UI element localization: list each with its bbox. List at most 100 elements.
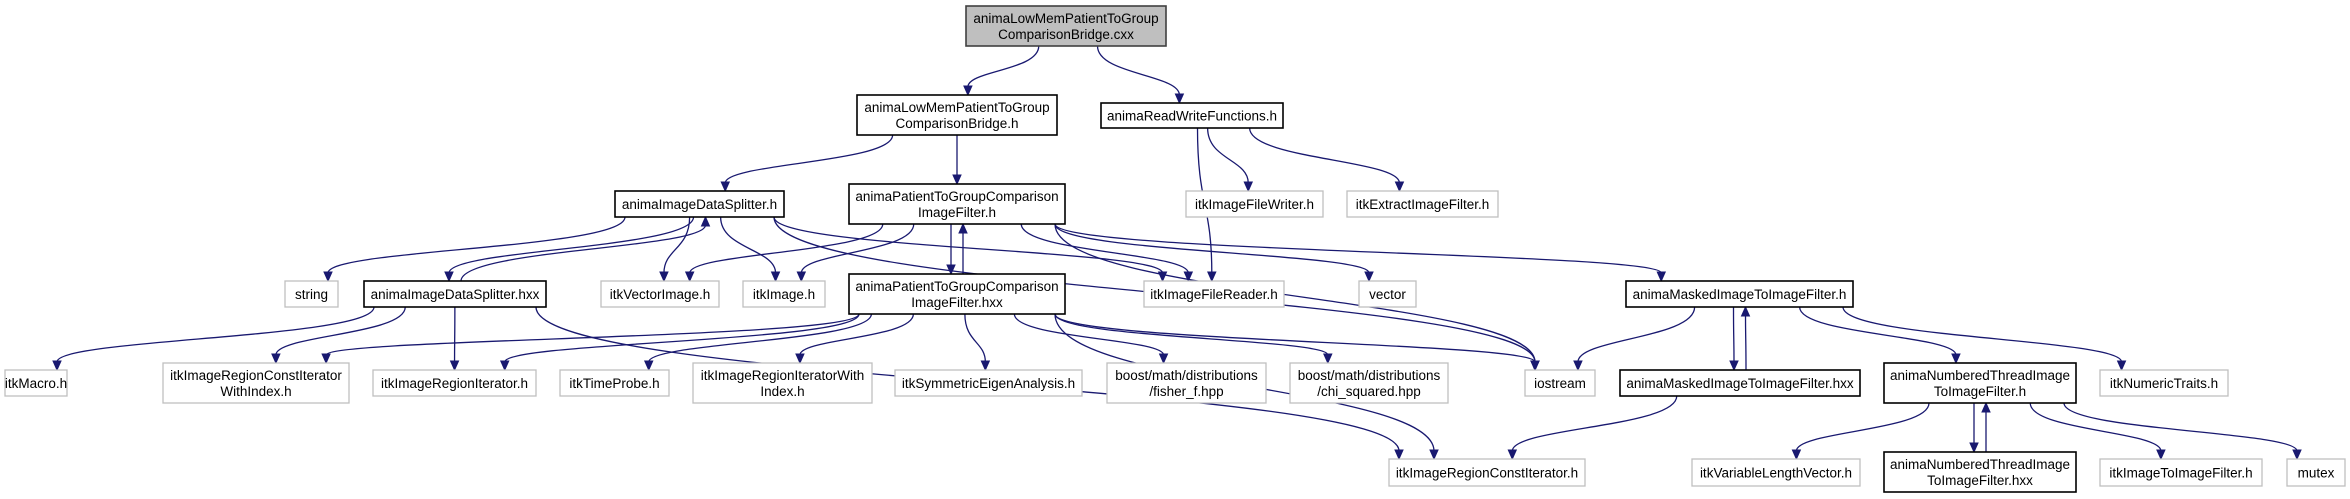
node-root[interactable]: animaLowMemPatientToGroupComparisonBridg…	[965, 5, 1167, 47]
edge-masked_hxx-to-constiter	[1511, 395, 1678, 452]
edge-ds_h-to-string	[327, 216, 626, 274]
arrowhead-icon	[1158, 353, 1169, 365]
edge-ptgc_hxx-to-chi	[1054, 313, 1329, 356]
node-box	[1883, 362, 2077, 404]
node-itkimage[interactable]: itkImage.h	[742, 280, 826, 308]
arrowhead-icon	[323, 271, 333, 283]
node-label: /chi_squared.hpp	[1317, 384, 1421, 399]
node-label: animaImageDataSplitter.h	[622, 197, 777, 212]
node-label: itkImageFileWriter.h	[1195, 197, 1314, 212]
node-label: iostream	[1534, 376, 1586, 391]
node-label: animaImageDataSplitter.hxx	[371, 287, 540, 302]
edge-bridge_h-to-ds_h	[724, 134, 894, 184]
node-readwrite[interactable]: animaReadWriteFunctions.h	[1100, 102, 1284, 129]
node-label: animaNumberedThreadImage	[1890, 368, 2070, 383]
node-label: itkExtractImageFilter.h	[1356, 197, 1490, 212]
node-label: itkImageRegionIterator.h	[381, 376, 528, 391]
arrowhead-icon	[1243, 181, 1254, 193]
arrowhead-icon	[958, 222, 968, 234]
node-reader[interactable]: itkImageFileReader.h	[1143, 280, 1285, 308]
node-label: boost/math/distributions	[1115, 368, 1258, 383]
node-label: itkSymmetricEigenAnalysis.h	[902, 376, 1075, 391]
node-chi[interactable]: boost/math/distributions/chi_squared.hpp	[1289, 362, 1449, 404]
edge-ptgc_hxx-to-regioniterwi	[799, 313, 915, 356]
edge-numbered_h-to-mutex	[2063, 402, 2298, 452]
node-ds-hxx[interactable]: animaImageDataSplitter.hxx	[363, 280, 547, 308]
node-fisher[interactable]: boost/math/distributions/fisher_f.hpp	[1106, 362, 1267, 404]
node-box	[1619, 369, 1861, 397]
node-label: itkImageRegionIteratorWith	[701, 368, 865, 383]
node-box	[1143, 280, 1285, 308]
node-box	[2099, 369, 2229, 397]
node-ptgc-hxx[interactable]: animaPatientToGroupComparisonImageFilter…	[848, 273, 1066, 315]
node-box	[965, 5, 1167, 47]
node-timeprobe[interactable]: itkTimeProbe.h	[559, 369, 670, 397]
node-masked-h[interactable]: animaMaskedImageToImageFilter.h	[1625, 280, 1854, 308]
node-iostream[interactable]: iostream	[1524, 369, 1596, 397]
arrowhead-icon	[2292, 449, 2302, 461]
arrowhead-icon	[321, 353, 331, 365]
edge-masked_h-to-numbered_h	[1798, 306, 1957, 356]
node-box	[1691, 458, 1861, 487]
node-bridge-h[interactable]: animaLowMemPatientToGroupComparisonBridg…	[856, 94, 1058, 136]
edge-root-to-readwrite	[1096, 45, 1181, 96]
node-symeigen[interactable]: itkSymmetricEigenAnalysis.h	[894, 369, 1083, 397]
node-label: ToImageFilter.hxx	[1927, 473, 2033, 488]
node-numtraits[interactable]: itkNumericTraits.h	[2099, 369, 2229, 397]
node-label: itkVariableLengthVector.h	[1700, 466, 1852, 481]
arrowhead-icon	[1507, 449, 1518, 461]
node-label: itkImageRegionConstIterator	[170, 368, 342, 383]
node-regioniter[interactable]: itkImageRegionIterator.h	[372, 369, 537, 397]
node-ds-h[interactable]: animaImageDataSplitter.h	[614, 190, 785, 218]
arrowhead-icon	[946, 264, 956, 276]
node-box	[1358, 280, 1417, 308]
node-label: itkTimeProbe.h	[569, 376, 659, 391]
edge-ptgc_h-to-vecimg	[689, 223, 884, 274]
arrowhead-icon	[1530, 360, 1540, 372]
node-masked-hxx[interactable]: animaMaskedImageToImageFilter.hxx	[1619, 369, 1861, 397]
node-box	[1100, 102, 1284, 129]
node-constiter[interactable]: itkImageRegionConstIterator.h	[1388, 458, 1586, 487]
edge-ds_hxx-to-ds_h	[460, 224, 707, 282]
node-vector[interactable]: vector	[1358, 280, 1417, 308]
node-label: animaMaskedImageToImageFilter.hxx	[1626, 376, 1854, 391]
node-label: itkImageRegionConstIterator.h	[1396, 466, 1578, 481]
node-ptgc-h[interactable]: animaPatientToGroupComparisonImageFilter…	[848, 183, 1066, 225]
node-box	[372, 369, 537, 397]
edge-numbered_h-to-varlen	[1795, 402, 1930, 452]
node-numbered-hxx[interactable]: animaNumberedThreadImageToImageFilter.hx…	[1883, 451, 2077, 493]
arrowhead-icon	[2156, 449, 2166, 461]
node-box	[162, 362, 350, 404]
arrowhead-icon	[1656, 271, 1667, 283]
edge-ds_h-to-reader	[773, 216, 1164, 274]
node-img2img[interactable]: itkImageToImageFilter.h	[2099, 458, 2263, 487]
arrowhead-icon	[1394, 449, 1404, 461]
node-writer[interactable]: itkImageFileWriter.h	[1185, 190, 1324, 218]
node-string[interactable]: string	[284, 280, 339, 308]
arrowhead-icon	[1791, 449, 1802, 461]
edge-masked_h-to-masked_hxx	[1732, 306, 1735, 363]
node-varlen[interactable]: itkVariableLengthVector.h	[1691, 458, 1861, 487]
node-label: itkMacro.h	[5, 376, 67, 391]
arrowhead-icon	[52, 360, 62, 372]
edge-ds_h-to-vecimg	[663, 216, 691, 274]
arrowhead-icon	[1573, 360, 1583, 372]
node-macro[interactable]: itkMacro.h	[4, 369, 68, 397]
node-label: ImageFilter.h	[918, 205, 996, 220]
node-label: WithIndex.h	[220, 384, 291, 399]
arrowhead-icon	[271, 353, 281, 365]
node-label: animaNumberedThreadImage	[1890, 457, 2070, 472]
node-vecimg[interactable]: itkVectorImage.h	[600, 280, 720, 308]
arrowhead-icon	[795, 353, 805, 365]
edge-masked_h-to-iostream	[1577, 306, 1696, 363]
arrowhead-icon	[684, 271, 695, 283]
edge-ptgc_h-to-masked_h	[1054, 223, 1662, 274]
node-mutex[interactable]: mutex	[2286, 458, 2346, 487]
node-extract[interactable]: itkExtractImageFilter.h	[1346, 190, 1499, 218]
arrowhead-icon	[1323, 353, 1333, 365]
edge-ds_h-to-ds_hxx	[448, 216, 695, 274]
